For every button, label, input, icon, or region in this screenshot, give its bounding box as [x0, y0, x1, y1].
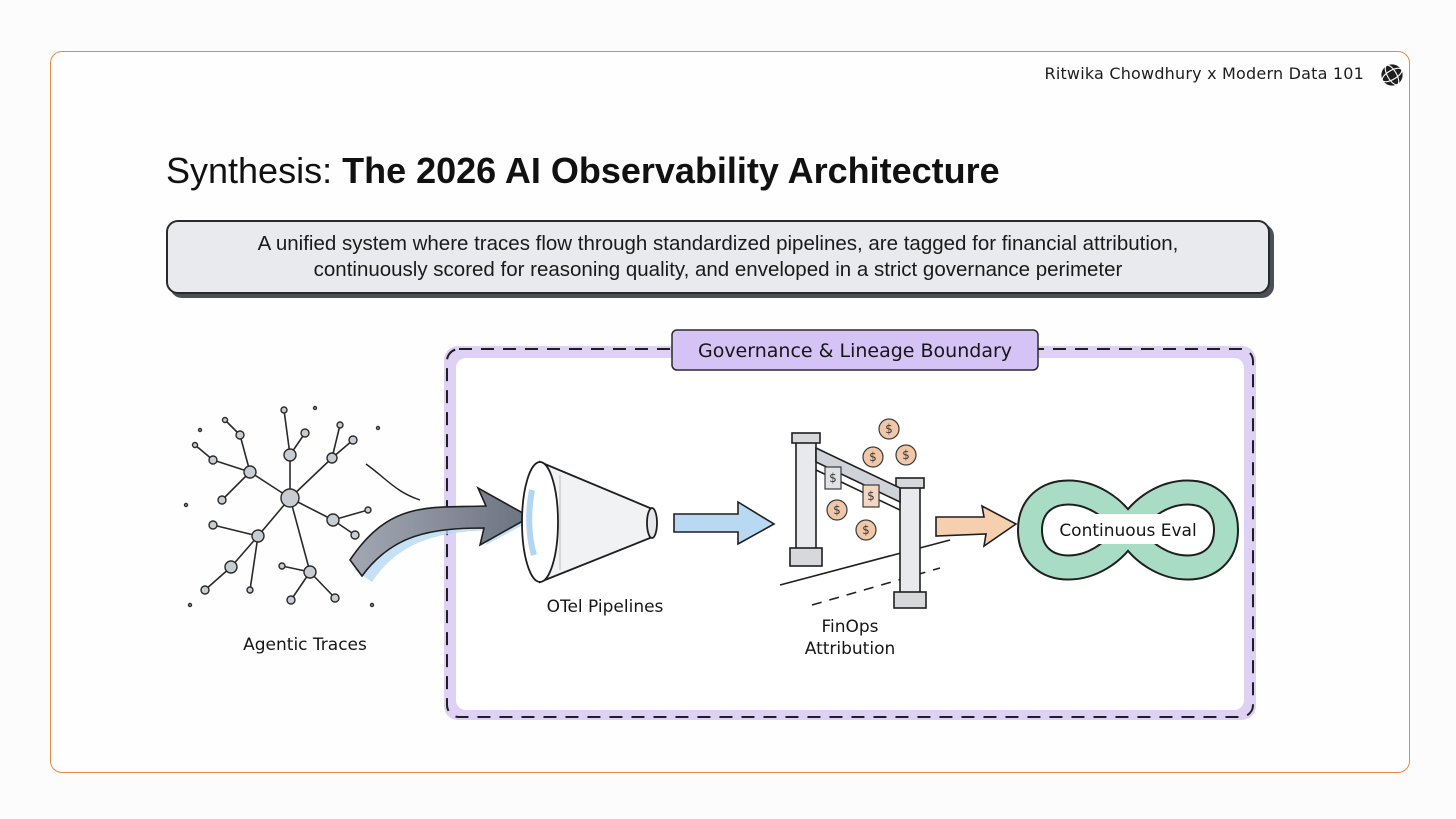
orange-flow-arrow: [935, 504, 1018, 548]
page-title: Synthesis: The 2026 AI Observability Arc…: [166, 150, 1000, 192]
title-main: The 2026 AI Observability Architecture: [342, 150, 1000, 191]
network-nodes: [183, 405, 381, 608]
coin-symbols: $ $ $ $ $ $ $: [829, 422, 910, 537]
governance-boundary: [444, 346, 1256, 720]
coin-symbol-3: $: [902, 448, 910, 462]
funnel-icon: [521, 460, 658, 584]
coin-symbol-4: $: [833, 503, 841, 517]
globe-logo-icon: [1380, 63, 1404, 87]
boundary-label: Governance & Lineage Boundary: [698, 340, 1012, 362]
coin-symbol-5: $: [862, 523, 870, 537]
blue-flow-arrow: [673, 500, 776, 546]
coin-icons: [824, 418, 917, 541]
boundary-label-tag: Governance & Lineage Boundary: [671, 329, 1039, 371]
node-label-agentic-traces: Agentic Traces: [243, 635, 367, 655]
node-label-continuous-eval: Continuous Eval: [1059, 521, 1196, 541]
coin-symbol-2: $: [869, 450, 877, 464]
subtitle-callout: A unified system where traces flow throu…: [166, 220, 1270, 294]
toll-gate-icon: [779, 432, 951, 609]
infinity-loop-icon: [1016, 479, 1240, 581]
subtitle-line-1: A unified system where traces flow throu…: [257, 232, 1179, 255]
node-label-finops-line-2: Attribution: [805, 639, 896, 659]
coin-symbol-6: $: [829, 471, 837, 485]
subtitle-text: A unified system where traces flow throu…: [258, 231, 1179, 283]
coin-symbol-1: $: [885, 422, 893, 436]
attribution-text: Ritwika Chowdhury x Modern Data 101: [1044, 64, 1364, 83]
subtitle-line-2: continuously scored for reasoning qualit…: [313, 258, 1123, 281]
title-prefix: Synthesis:: [166, 150, 343, 191]
node-label-finops-line-1: FinOps: [821, 617, 878, 637]
node-label-otel-pipelines: OTel Pipelines: [547, 597, 664, 617]
coin-symbol-7: $: [867, 489, 875, 503]
network-graph-icon: [194, 409, 369, 601]
